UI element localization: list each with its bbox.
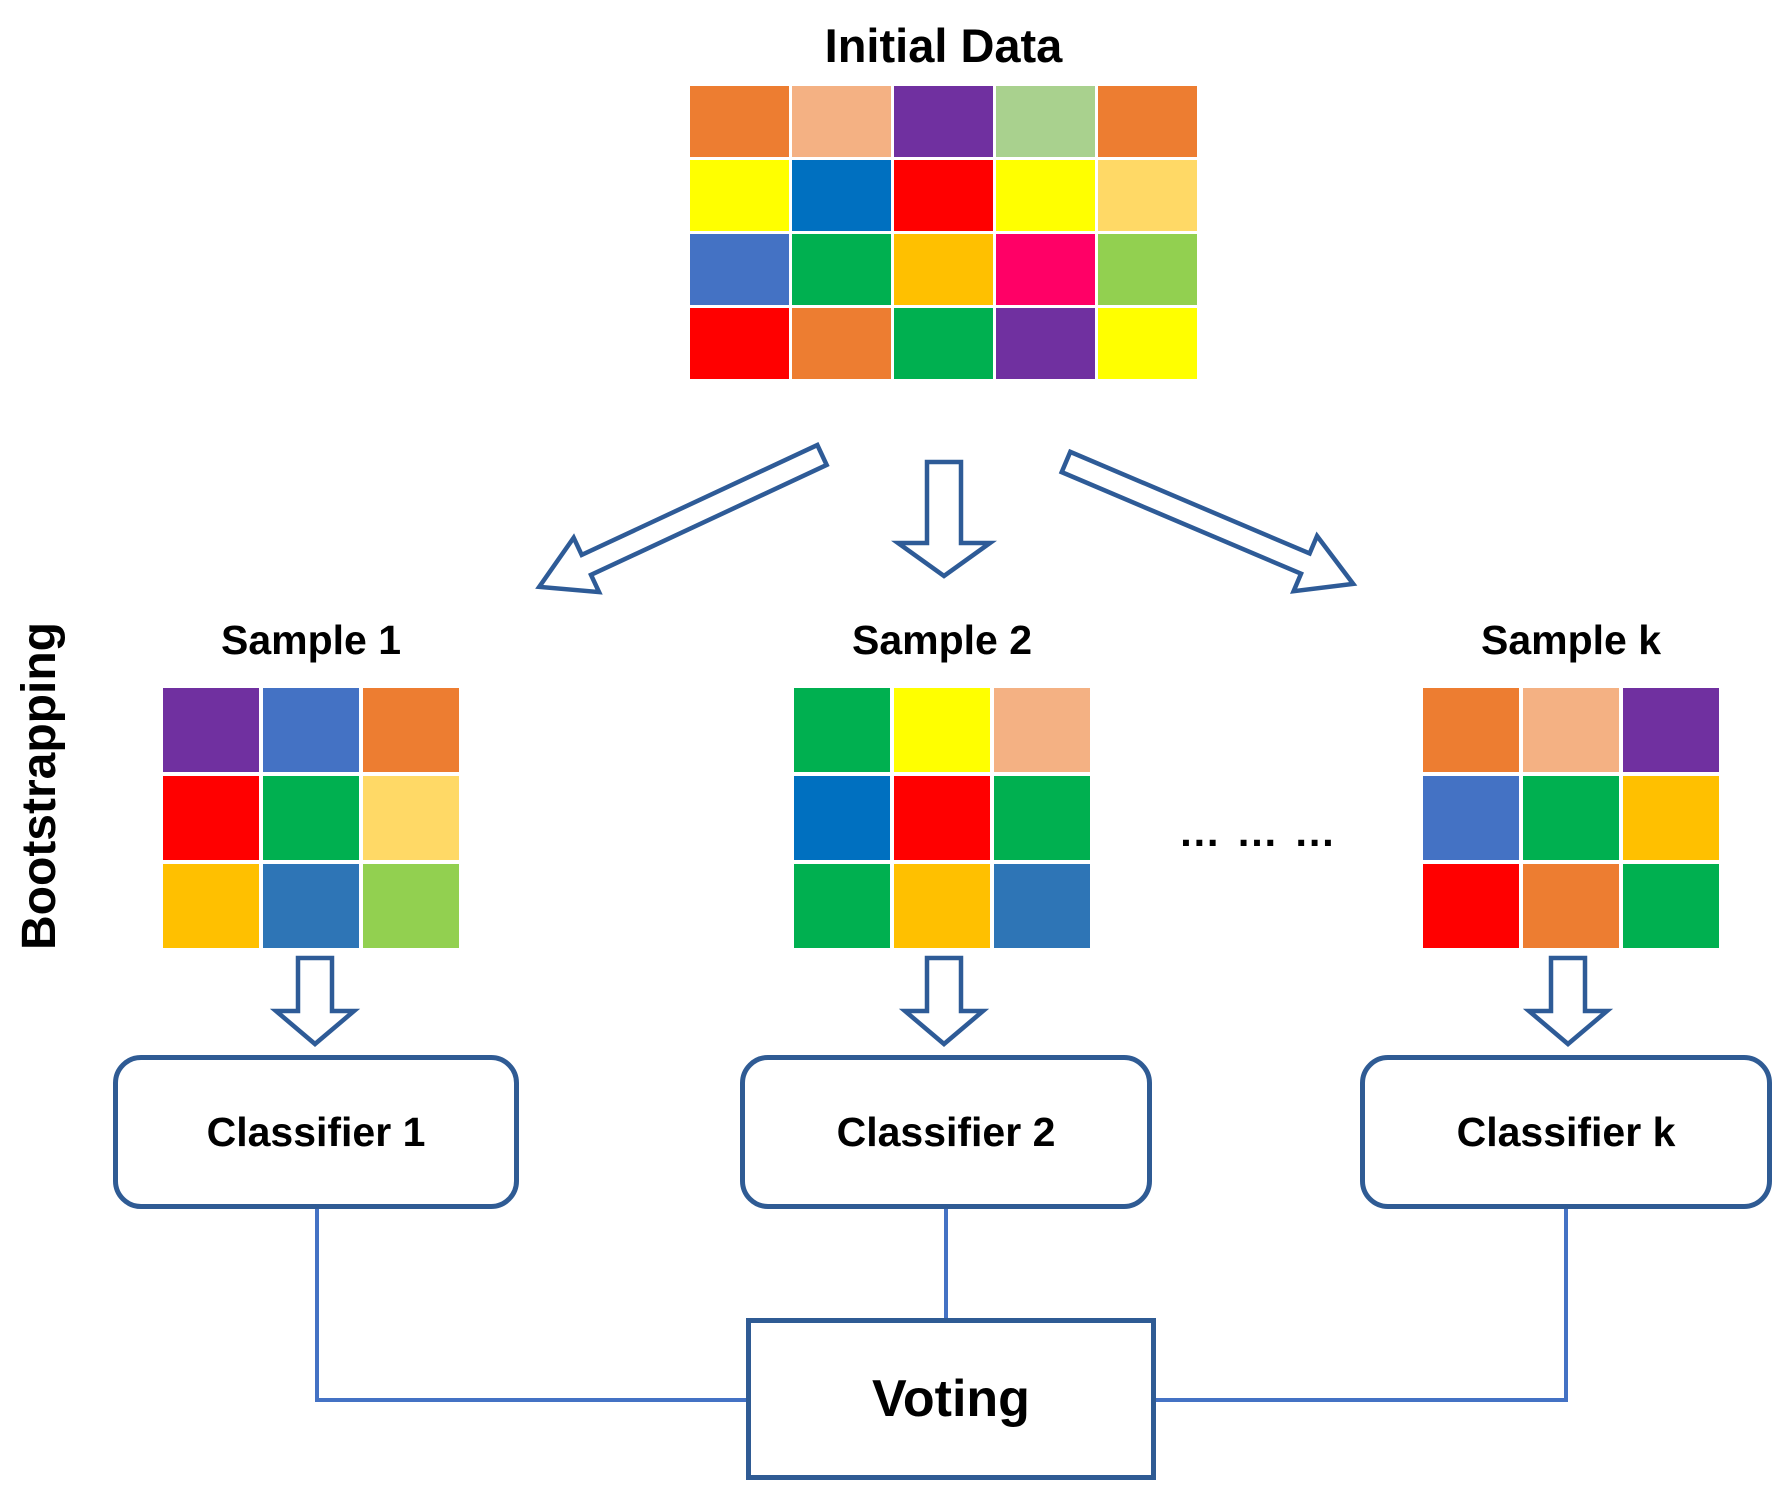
classifier2-box: Classifier 2 [740, 1055, 1152, 1209]
ellipsis-label: … … … [1178, 808, 1338, 855]
data-cell [1098, 160, 1197, 231]
data-cell [894, 86, 993, 157]
voting-box: Voting [746, 1318, 1156, 1480]
data-cell [996, 234, 1095, 305]
sample2-title: Sample 2 [851, 617, 1033, 663]
data-cell [894, 308, 993, 379]
samplek-group: Sample k [1423, 617, 1719, 948]
arrow-sample2-to-classifier2-icon [898, 955, 990, 1047]
data-cell [1623, 864, 1719, 948]
connector-classifierk-voting [1152, 1206, 1568, 1402]
data-cell [690, 234, 789, 305]
data-cell [894, 776, 990, 860]
samplek-title: Sample k [1480, 617, 1662, 663]
data-cell [1098, 234, 1197, 305]
arrow-initial-to-samplek-icon [1058, 448, 1358, 594]
data-cell [1523, 864, 1619, 948]
classifier2-label: Classifier 2 [836, 1108, 1056, 1155]
sample2-group: Sample 2 [794, 617, 1090, 948]
data-cell [690, 160, 789, 231]
data-cell [363, 864, 459, 948]
arrow-initial-to-sample2-icon [891, 459, 997, 579]
data-cell [1098, 308, 1197, 379]
data-cell [1423, 688, 1519, 772]
data-cell [1423, 776, 1519, 860]
data-cell [163, 864, 259, 948]
arrow-samplek-to-classifierk-icon [1522, 955, 1614, 1047]
sample1-grid [163, 688, 459, 948]
data-cell [994, 688, 1090, 772]
data-cell [263, 688, 359, 772]
sample1-group: Sample 1 [163, 617, 459, 948]
initial-data-title: Initial Data [824, 19, 1063, 72]
samplek-grid [1423, 688, 1719, 948]
data-cell [163, 776, 259, 860]
data-cell [996, 86, 1095, 157]
data-cell [794, 688, 890, 772]
classifier1-label: Classifier 1 [206, 1108, 426, 1155]
data-cell [996, 308, 1095, 379]
data-cell [994, 864, 1090, 948]
arrow-initial-to-sample1-icon [535, 442, 830, 595]
data-cell [792, 86, 891, 157]
data-cell [1098, 86, 1197, 157]
data-cell [163, 688, 259, 772]
data-cell [1623, 776, 1719, 860]
data-cell [363, 776, 459, 860]
data-cell [794, 864, 890, 948]
classifier1-box: Classifier 1 [113, 1055, 519, 1209]
data-cell [1423, 864, 1519, 948]
data-cell [894, 688, 990, 772]
data-cell [690, 308, 789, 379]
data-cell [690, 86, 789, 157]
sample1-title: Sample 1 [220, 617, 402, 663]
classifierk-label: Classifier k [1456, 1108, 1676, 1155]
data-cell [994, 776, 1090, 860]
data-cell [792, 234, 891, 305]
data-cell [1523, 776, 1619, 860]
data-cell [894, 234, 993, 305]
initial-data-grid [690, 86, 1197, 379]
data-cell [1523, 688, 1619, 772]
data-cell [792, 308, 891, 379]
voting-label: Voting [872, 1370, 1030, 1428]
data-cell [363, 688, 459, 772]
arrow-sample1-to-classifier1-icon [269, 955, 361, 1047]
data-cell [996, 160, 1095, 231]
connector-classifier1-voting [315, 1206, 746, 1402]
data-cell [894, 160, 993, 231]
data-cell [894, 864, 990, 948]
data-cell [263, 864, 359, 948]
data-cell [794, 776, 890, 860]
data-cell [1623, 688, 1719, 772]
data-cell [792, 160, 891, 231]
data-cell [263, 776, 359, 860]
classifierk-box: Classifier k [1360, 1055, 1772, 1209]
sample2-grid [794, 688, 1090, 948]
